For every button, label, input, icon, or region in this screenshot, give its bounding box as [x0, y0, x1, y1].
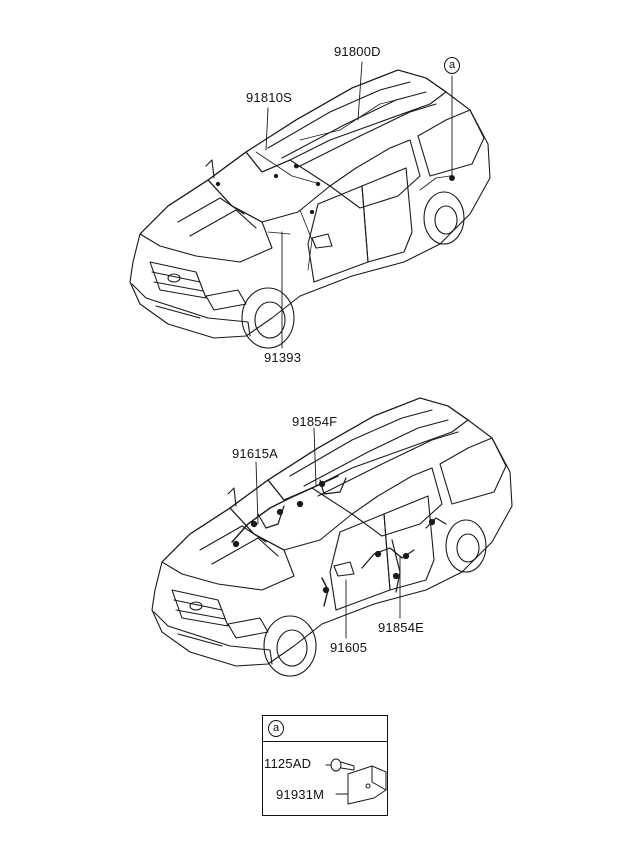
detail-box [262, 715, 388, 816]
upper-leader-lines [265, 61, 453, 349]
detail-drawing [325, 758, 387, 805]
label-91854F: 91854F [292, 414, 338, 429]
label-1125AD: 1125AD [264, 756, 312, 771]
label-91393: 91393 [264, 350, 302, 365]
detail-box-header [263, 716, 387, 742]
label-91931M: 91931M [276, 787, 325, 802]
upper-vehicle-drawing [129, 69, 491, 349]
lower-vehicle-drawing [151, 397, 513, 677]
label-91810S: 91810S [246, 90, 293, 105]
label-91800D: 91800D [334, 44, 381, 59]
detail-a-badge: a [268, 720, 284, 737]
lower-leader-lines [255, 427, 401, 639]
label-91854E: 91854E [378, 620, 425, 635]
label-91605: 91605 [330, 640, 368, 655]
callout-a-badge: a [444, 57, 460, 74]
label-91615A: 91615A [232, 446, 279, 461]
